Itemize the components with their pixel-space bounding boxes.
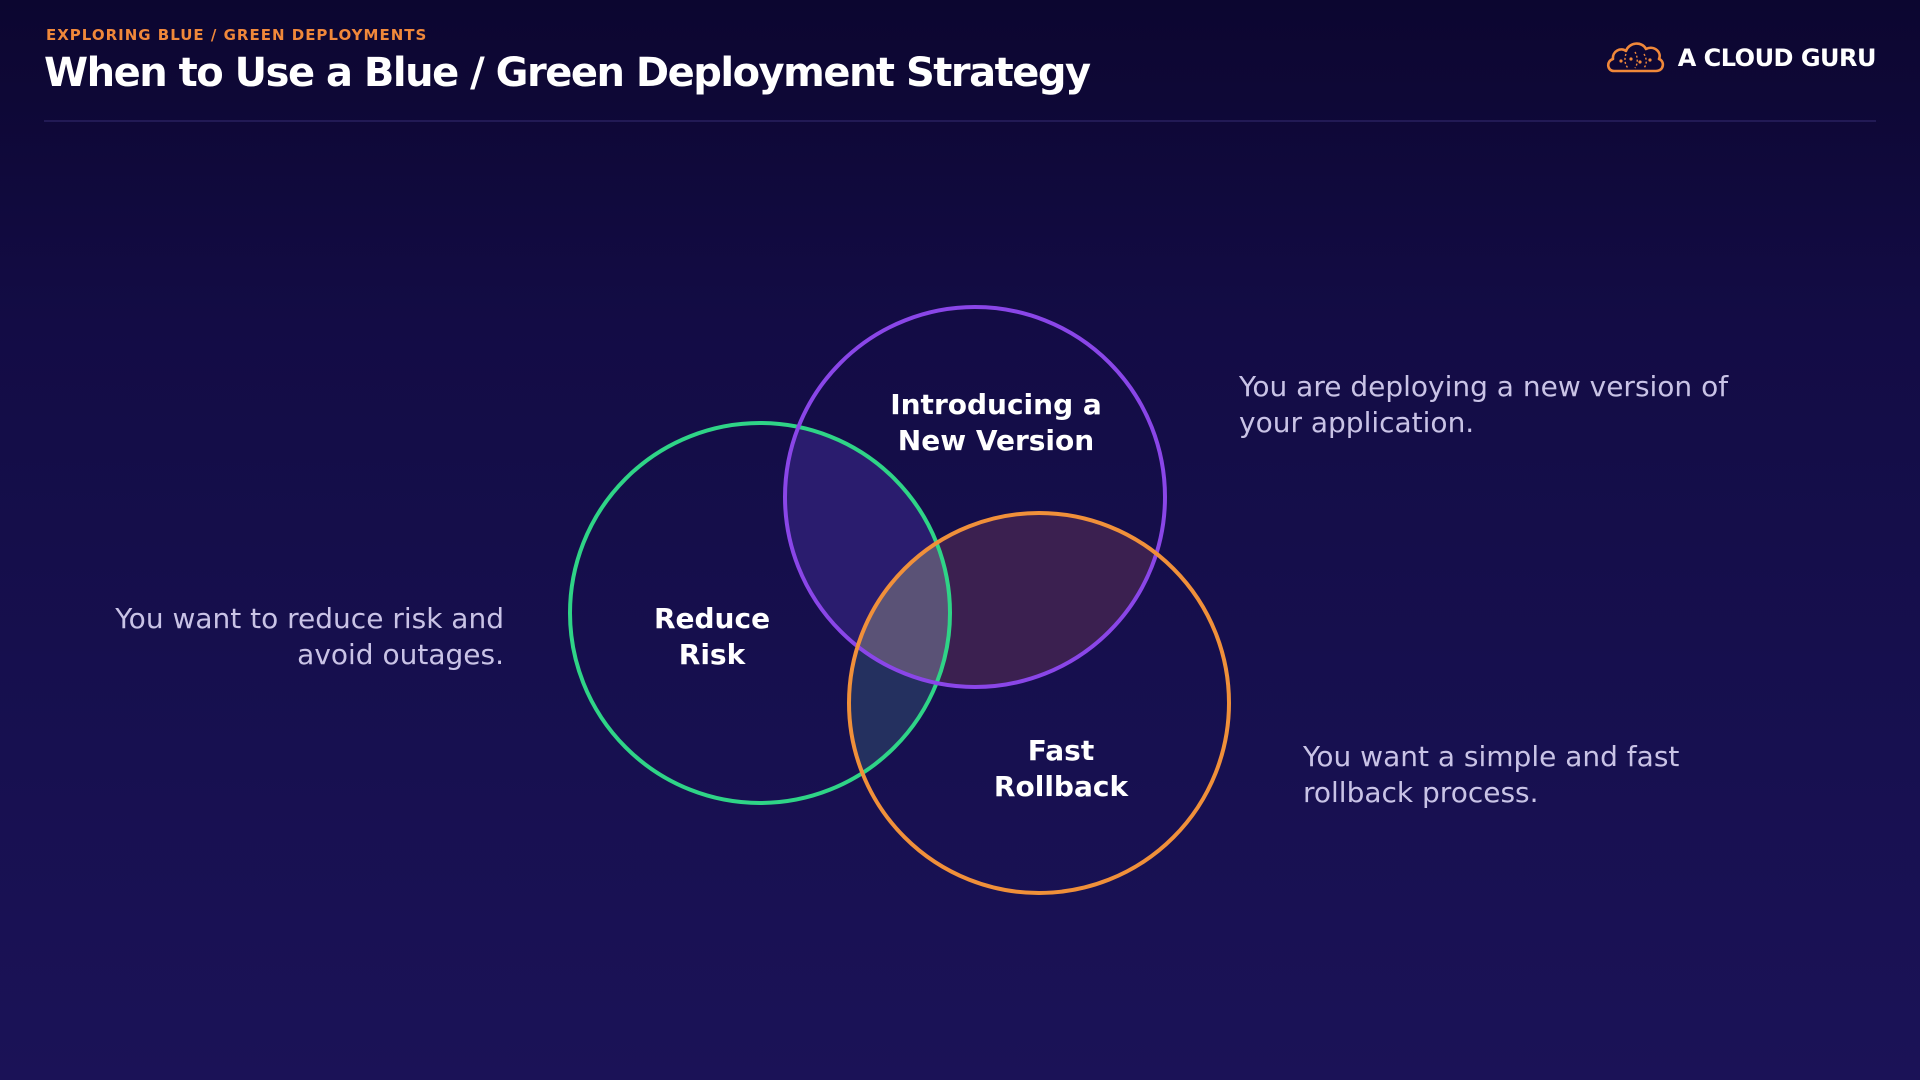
overlap-version-rollback xyxy=(849,513,1165,687)
label-new-version: Introducing a New Version xyxy=(890,388,1102,457)
description-new-version: You are deploying a new version of your … xyxy=(1239,370,1729,439)
label-fast-rollback: Fast Rollback xyxy=(993,734,1129,803)
page-title: When to Use a Blue / Green Deployment St… xyxy=(44,50,1091,96)
brand: A CLOUD GURU xyxy=(1604,36,1877,80)
description-reduce-risk: You want to reduce risk and avoid outage… xyxy=(115,602,504,671)
overlap-risk-rollback xyxy=(849,513,950,803)
description-fast-rollback: You want a simple and fast rollback proc… xyxy=(1303,740,1680,809)
overlap-risk-version xyxy=(785,423,950,687)
slide-header: EXPLORING BLUE / GREEN DEPLOYMENTS When … xyxy=(44,26,1877,122)
section-eyebrow: EXPLORING BLUE / GREEN DEPLOYMENTS xyxy=(46,26,428,44)
overlap-all-three xyxy=(849,513,950,687)
label-reduce-risk: Reduce Risk xyxy=(653,602,771,671)
circle-new-version xyxy=(783,305,1167,689)
circle-fast-rollback xyxy=(847,511,1231,895)
cloud-icon xyxy=(1606,42,1664,73)
brand-name: A CLOUD GURU xyxy=(1677,44,1877,72)
